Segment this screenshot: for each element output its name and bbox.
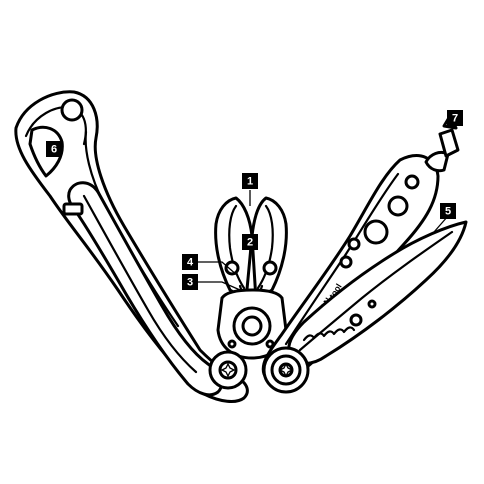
right-handle-hole-4: [347, 237, 361, 251]
callout-7-label: 7: [452, 113, 458, 125]
blade-thumb-hole-2: [367, 299, 377, 309]
blade-thumb-hole-1: [349, 313, 363, 327]
plier-grip-ring-left: [224, 260, 240, 276]
callout-6-label: 6: [51, 144, 57, 156]
plier-pivot-inner: [241, 315, 263, 337]
left-frame-outline: [67, 181, 224, 397]
right-handle-hole-1: [404, 174, 420, 190]
plier-jaw-right-inner: [256, 204, 274, 290]
plier-jaw-left: [214, 196, 254, 302]
callout-6-box: [46, 141, 62, 157]
left-frame: [62, 181, 224, 397]
callout-4-label: 4: [187, 257, 194, 269]
bit-holder: [424, 150, 450, 173]
left-handle-hole-top: [60, 98, 84, 122]
pivots: [208, 346, 310, 394]
callout-7: 7: [447, 110, 463, 126]
right-handle-inner-edge: [284, 172, 400, 346]
callout-1: 1: [242, 173, 258, 189]
callout-4: 4: [182, 254, 198, 270]
callout-2-box: [242, 234, 258, 250]
callout-5-label: 5: [445, 206, 451, 218]
pliers: [214, 196, 288, 360]
callout-3: 3: [182, 274, 198, 290]
callout-1-box: [242, 173, 258, 189]
callout-3-box: [182, 274, 198, 290]
left-frame-edge: [82, 194, 198, 374]
plier-rivet-left: [227, 339, 237, 349]
callout-7-box: [447, 110, 463, 126]
right-pivot-star: [278, 362, 294, 378]
plier-jaw-right: [250, 196, 288, 302]
callout-1-label: 1: [247, 176, 253, 188]
leader-3: [198, 281, 241, 291]
callout-2: 2: [242, 234, 258, 250]
left-pivot-star: [220, 362, 236, 378]
left-handle: [14, 90, 249, 403]
right-handle-hole-3: [363, 219, 389, 245]
plier-grip-ring-right: [262, 260, 278, 276]
bit-shaft: [438, 128, 460, 158]
leader-4: [198, 261, 239, 277]
callout-5-box: [440, 203, 456, 219]
callout-2-label: 2: [247, 237, 253, 249]
left-frame-tab: [62, 202, 84, 216]
plier-jaw-left-inner: [228, 204, 246, 290]
callout-4-box: [182, 254, 198, 270]
right-handle-hole-5: [339, 255, 353, 269]
right-pivot-inner: [278, 362, 294, 378]
blade-serration: [302, 326, 356, 342]
callout-6: 6: [46, 141, 62, 157]
right-handle-hole-2: [387, 195, 409, 217]
callout-5: 5: [440, 203, 456, 219]
callout-3-label: 3: [187, 277, 193, 289]
left-pivot-inner: [218, 360, 238, 380]
